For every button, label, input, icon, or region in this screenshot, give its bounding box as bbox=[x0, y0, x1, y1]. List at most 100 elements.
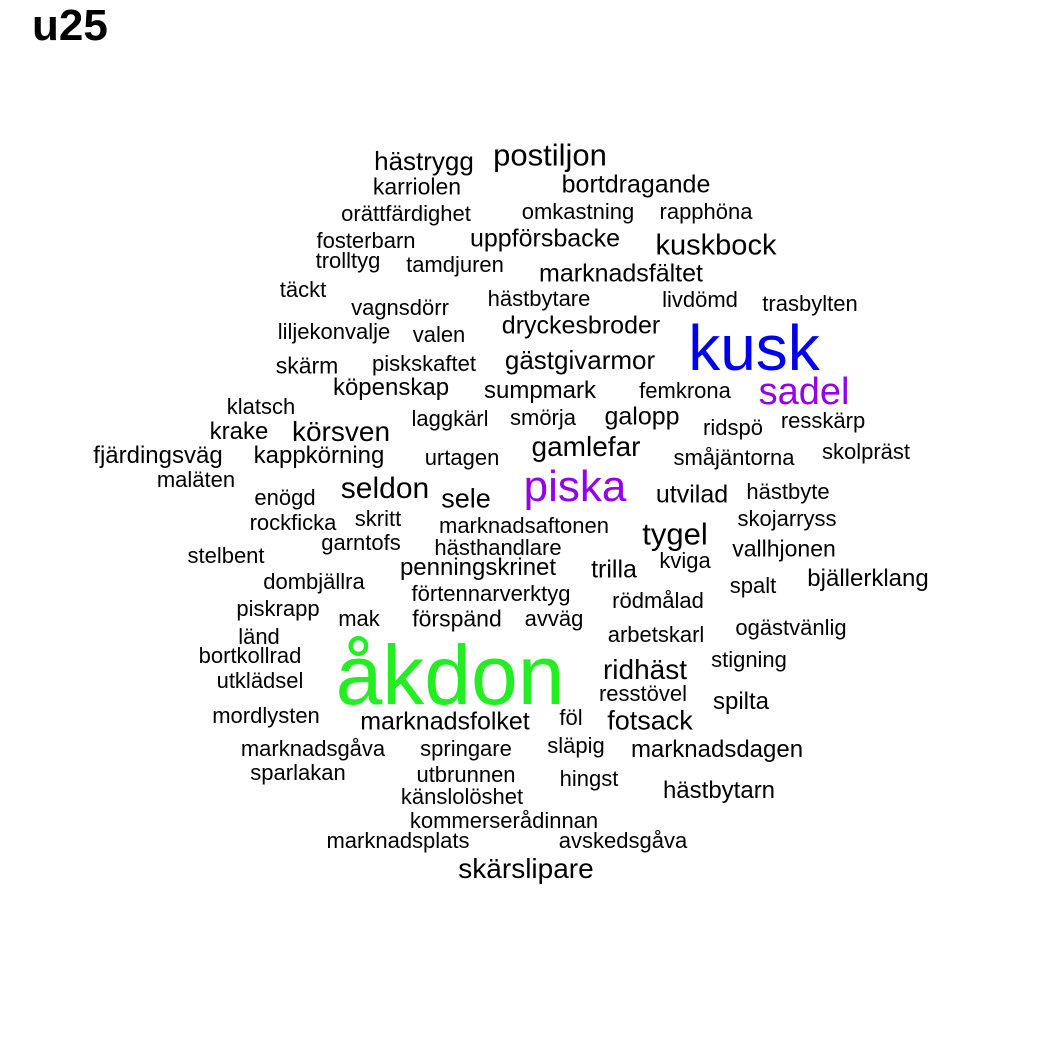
word-tackt: täckt bbox=[279, 277, 327, 302]
word-hingst: hingst bbox=[559, 766, 619, 791]
word-krake: krake bbox=[209, 418, 269, 445]
word-sparlakan: sparlakan bbox=[250, 760, 346, 785]
word-bortdragande: bortdragande bbox=[561, 170, 711, 199]
word-kviga: kviga bbox=[659, 548, 711, 573]
word-utkladsel: utklädsel bbox=[216, 668, 304, 693]
word-skolprast: skolpräst bbox=[821, 439, 911, 464]
word-marknadsplats: marknadsplats bbox=[326, 828, 470, 853]
word-tygel: tygel bbox=[642, 516, 708, 552]
word-vallhjonen: vallhjonen bbox=[732, 535, 836, 562]
word-uppforsbacke: uppförsbacke bbox=[469, 224, 621, 253]
word-kommerseradinnan: kommerserådinnan bbox=[409, 808, 599, 833]
word-hasthandlare: hästhandlare bbox=[434, 535, 562, 560]
word-trilla: trilla bbox=[591, 555, 637, 584]
word-marknadsgava: marknadsgåva bbox=[240, 736, 386, 761]
word-urtagen: urtagen bbox=[424, 445, 500, 470]
word-hastbytare: hästbytare bbox=[487, 286, 591, 311]
word-klatsch: klatsch bbox=[226, 394, 296, 419]
word-resskarp: resskärp bbox=[780, 408, 866, 433]
word-fotsack: fotsack bbox=[607, 705, 693, 736]
word-galopp: galopp bbox=[604, 402, 680, 431]
word-hastbyte: hästbyte bbox=[746, 479, 830, 504]
word-skarm: skärm bbox=[275, 352, 339, 379]
word-marknadsfolket: marknadsfolket bbox=[360, 707, 530, 736]
word-femkrona: femkrona bbox=[639, 378, 731, 403]
word-garntofs: garntofs bbox=[321, 530, 401, 555]
word-omkastning: omkastning bbox=[521, 199, 635, 224]
word-piska: piska bbox=[523, 462, 627, 511]
word-avskedsgava: avskedsgåva bbox=[558, 828, 688, 853]
page-title: u25 bbox=[32, 1, 108, 50]
word-fol: föl bbox=[559, 705, 583, 730]
word-skojarryss: skojarryss bbox=[737, 506, 837, 531]
word-slapig: släpig bbox=[547, 733, 605, 758]
word-bjallerklang: bjällerklang bbox=[807, 565, 929, 592]
word-smorja: smörja bbox=[509, 405, 577, 430]
word-spilta: spilta bbox=[712, 688, 770, 715]
word-karriolen: karriolen bbox=[372, 173, 462, 200]
word-penningskrinet: penningskrinet bbox=[399, 554, 557, 581]
word-sele: sele bbox=[441, 483, 491, 514]
word-forspand: förspänd bbox=[412, 605, 502, 632]
word-ridspo: ridspö bbox=[703, 415, 763, 440]
word-marknadsfaltet: marknadsfältet bbox=[539, 259, 703, 288]
word-orattfardighet: orättfärdighet bbox=[341, 201, 471, 226]
word-springare: springare bbox=[420, 736, 512, 761]
word-tamdjuren: tamdjuren bbox=[406, 252, 504, 277]
word-vagnsdorr: vagnsdörr bbox=[351, 295, 449, 320]
word-dombjallra: dombjällra bbox=[263, 569, 365, 594]
word-kansloloshet: känslolöshet bbox=[400, 784, 524, 809]
word-kopenskap: köpenskap bbox=[332, 374, 450, 401]
word-avvag: avväg bbox=[524, 606, 584, 631]
word-fortennarverktyg: förtennarverktyg bbox=[411, 581, 571, 606]
word-seldon: seldon bbox=[340, 472, 430, 505]
word-smajantorna: småjäntorna bbox=[673, 445, 795, 470]
word-resstovel: resstövel bbox=[598, 681, 688, 706]
word-skritt: skritt bbox=[354, 506, 402, 531]
word-liljekonvalje: liljekonvalje bbox=[277, 319, 391, 344]
word-kusk: kusk bbox=[688, 312, 820, 384]
word-dryckesbroder: dryckesbroder bbox=[501, 311, 661, 340]
word-mak: mak bbox=[338, 606, 380, 631]
word-piskrapp: piskrapp bbox=[236, 596, 320, 621]
word-marknadsaftonen: marknadsaftonen bbox=[439, 513, 609, 538]
word-rockficka: rockficka bbox=[249, 510, 337, 535]
word-enogd: enögd bbox=[254, 485, 316, 510]
word-ogastvanlig: ogästvänlig bbox=[735, 615, 847, 640]
word-korsven: körsven bbox=[291, 416, 391, 447]
word-rodmalad: rödmålad bbox=[612, 588, 704, 613]
word-akdon: åkdon bbox=[335, 628, 565, 722]
word-kuskbock: kuskbock bbox=[655, 229, 777, 262]
word-hastbytarn: hästbytarn bbox=[662, 777, 776, 804]
word-arbetskarl: arbetskarl bbox=[607, 622, 705, 647]
word-utbrunnen: utbrunnen bbox=[416, 762, 516, 787]
word-postiljon: postiljon bbox=[493, 137, 607, 173]
word-kappkorning: kappkörning bbox=[253, 442, 385, 469]
word-valen: valen bbox=[412, 322, 466, 347]
word-rapphona: rapphöna bbox=[659, 199, 753, 224]
word-bortkollrad: bortkollrad bbox=[198, 643, 302, 668]
word-livdomd: livdömd bbox=[662, 287, 738, 312]
word-trasbylten: trasbylten bbox=[762, 291, 858, 316]
word-trolltyg: trolltyg bbox=[315, 248, 381, 273]
word-marknadsdagen: marknadsdagen bbox=[630, 736, 804, 763]
word-mordlysten: mordlysten bbox=[212, 703, 320, 728]
word-gastgivarmor: gästgivarmor bbox=[504, 345, 656, 375]
word-sadel: sadel bbox=[758, 371, 850, 413]
word-stelbent: stelbent bbox=[187, 543, 265, 568]
word-utvilad: utvilad bbox=[655, 480, 729, 509]
word-stigning: stigning bbox=[711, 647, 787, 672]
word-fjardingsvag: fjärdingsväg bbox=[93, 442, 223, 469]
word-ridhast: ridhäst bbox=[602, 654, 688, 685]
word-spalt: spalt bbox=[729, 573, 777, 598]
word-piskskaftet: piskskaftet bbox=[372, 351, 476, 376]
word-malaten: maläten bbox=[156, 467, 236, 492]
word-gamlefar: gamlefar bbox=[531, 431, 641, 462]
word-fosterbarn: fosterbarn bbox=[316, 228, 416, 253]
word-land: länd bbox=[238, 624, 280, 649]
word-skarslipare: skärslipare bbox=[458, 853, 594, 884]
word-sumpmark: sumpmark bbox=[483, 377, 597, 404]
word-hastrygg: hästrygg bbox=[374, 146, 474, 176]
word-laggkarl: laggkärl bbox=[411, 406, 489, 431]
